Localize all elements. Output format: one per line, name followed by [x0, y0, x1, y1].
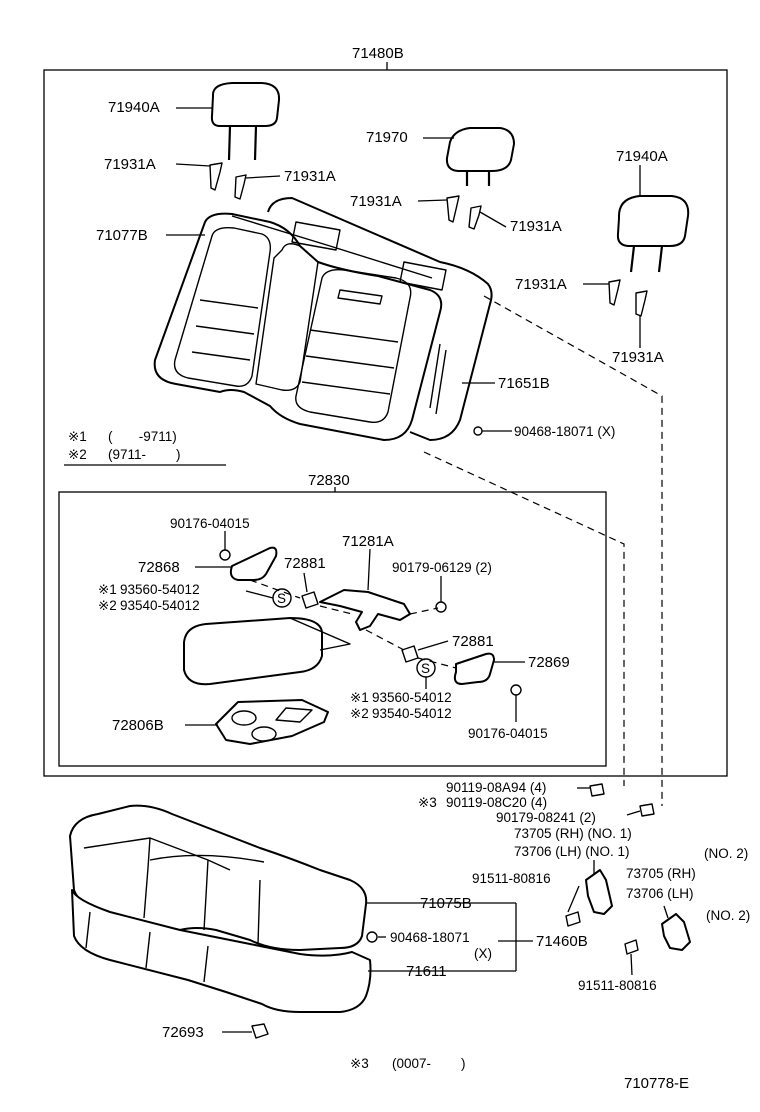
figure-id: 710778-E — [624, 1075, 689, 1092]
label-clip-bottom: 72693 — [162, 1024, 204, 1041]
label-hinge-rh-1: 73705 (RH) (NO. 1) — [514, 826, 632, 841]
label-support-tl-2: 71931A — [284, 168, 336, 185]
note-r1-mark: ※1 — [350, 690, 369, 705]
note-1-mark: ※1 — [68, 429, 87, 444]
label-no2-bottom: (NO. 2) — [706, 908, 750, 923]
label-headrest-center: 71970 — [366, 129, 408, 146]
label-no2-top: (NO. 2) — [704, 846, 748, 861]
label-bolt-1: 90119-08A94 (4) — [446, 780, 546, 795]
label-cover-right: 72869 — [528, 654, 570, 671]
label-cover-left: 72868 — [138, 559, 180, 576]
label-screw-top: 90176-04015 — [170, 516, 250, 531]
label-headrest-right: 71940A — [616, 148, 668, 165]
label-back-pad: 71651B — [498, 375, 550, 392]
label-support-tl-1: 71931A — [104, 156, 156, 173]
label-s-left: S — [277, 591, 286, 606]
seatback-assembly-frame — [43, 69, 728, 777]
headrest-center-shape — [445, 127, 515, 186]
seat-cushion-shape — [69, 804, 372, 1013]
label-support-c-2: 71931A — [510, 218, 562, 235]
hinge-shapes — [565, 783, 691, 955]
label-screw-bottom: 90176-04015 — [468, 726, 548, 741]
label-hinge-rh-2: 73705 (RH) — [626, 866, 696, 881]
label-cushion-clip: 90468-18071 — [390, 930, 470, 945]
note-3-range: (0007- ) — [392, 1056, 466, 1071]
headrest-supports — [209, 162, 648, 317]
label-back-cover: 71077B — [96, 227, 148, 244]
note-l2-mark: ※2 — [98, 598, 117, 613]
note-2-range: (9711- ) — [108, 447, 181, 462]
label-bushing-right: 72881 — [452, 633, 494, 650]
label-cushion-assy: 71460B — [536, 933, 588, 950]
label-bolt-b: 91511-80816 — [578, 978, 657, 993]
seatback-shape — [153, 197, 493, 441]
dashed-guide-lines — [249, 295, 663, 806]
label-s-right: S — [421, 661, 430, 676]
label-cushion-clip-x: (X) — [474, 946, 492, 961]
note-2-mark: ※2 — [68, 447, 87, 462]
note-r2-mark: ※2 — [350, 706, 369, 721]
label-bushing-left: 72881 — [284, 555, 326, 572]
label-armrest-assy: 72830 — [308, 472, 350, 489]
headrest-left-shape — [210, 82, 281, 161]
label-support-r-2: 71931A — [612, 349, 664, 366]
note-1-range: ( -9711) — [108, 429, 177, 444]
label-bolt-a: 91511-80816 — [472, 871, 551, 886]
label-assy-top: 71480B — [352, 45, 404, 62]
note-3-mark: ※3 — [350, 1056, 369, 1071]
armrest-assembly-frame — [58, 491, 607, 767]
label-hinge-lh-1: 73706 (LH) (NO. 1) — [514, 844, 630, 859]
note-b3-mark: ※3 — [418, 795, 437, 810]
label-hinge-lh-2: 73706 (LH) — [626, 886, 694, 901]
leader-lines — [166, 107, 669, 1033]
headrest-right-shape — [616, 195, 690, 273]
label-support-r-1: 71931A — [515, 276, 567, 293]
label-back-clip: 90468-18071 (X) — [514, 424, 615, 439]
label-washer-r1: 93560-54012 — [372, 690, 452, 705]
back-clip-shape — [473, 426, 483, 436]
label-hinge: 71281A — [342, 533, 394, 550]
label-cushion-cover: 71075B — [420, 895, 472, 912]
note-l1-mark: ※1 — [98, 582, 117, 597]
label-washer-l1: 93560-54012 — [120, 582, 200, 597]
label-headrest-left: 71940A — [108, 99, 160, 116]
label-washer-r2: 93540-54012 — [372, 706, 452, 721]
label-nut-hinge: 90179-06129 (2) — [392, 560, 492, 575]
label-bolt-2: 90119-08C20 (4) — [446, 795, 547, 810]
cushion-clip-shape — [366, 931, 378, 943]
clip-bottom-shape — [251, 1023, 269, 1039]
armrest-shapes — [183, 546, 522, 745]
label-support-c-1: 71931A — [350, 193, 402, 210]
label-nut-2: 90179-08241 (2) — [496, 810, 596, 825]
label-cushion-pad: 71611 — [406, 963, 447, 980]
label-cup-holder: 72806B — [112, 717, 164, 734]
label-washer-l2: 93540-54012 — [120, 598, 200, 613]
